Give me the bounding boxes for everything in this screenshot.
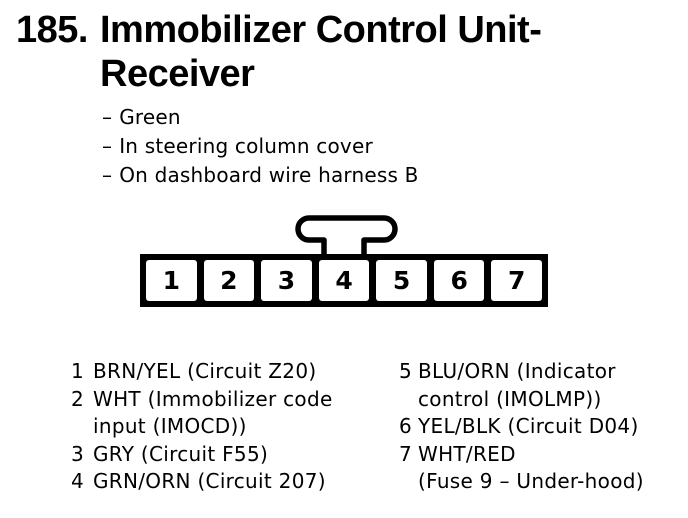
section-number: 185. bbox=[16, 9, 88, 51]
note-item: – On dashboard wire harness B bbox=[102, 161, 419, 190]
legend-row: 6 YEL/BLK (Circuit D04) bbox=[399, 413, 644, 441]
pin-cell-4: 4 bbox=[318, 260, 370, 301]
note-text: On dashboard wire harness B bbox=[119, 163, 419, 187]
connector-diagram: 1 2 3 4 5 6 7 bbox=[140, 209, 548, 307]
page-title: Immobilizer Control Unit-Receiver bbox=[100, 8, 660, 96]
legend-pin-text: GRN/ORN (Circuit 207) bbox=[93, 469, 326, 493]
note-item: – In steering column cover bbox=[102, 132, 419, 161]
location-notes: – Green – In steering column cover – On … bbox=[102, 103, 419, 190]
legend-row: (Fuse 9 – Under-hood) bbox=[399, 468, 644, 496]
legend-pin-number bbox=[399, 468, 418, 496]
legend-pin-text: WHT (Immobilizer code bbox=[93, 386, 333, 411]
legend-pin-number: 2 bbox=[71, 386, 85, 411]
note-dash: – bbox=[102, 163, 113, 187]
legend-pin-number: 6 bbox=[399, 414, 413, 438]
connector-body: 1 2 3 4 5 6 7 bbox=[140, 254, 548, 307]
pin-cell-3: 3 bbox=[261, 260, 312, 301]
legend-pin-text: BLU/ORN (Indicator bbox=[418, 359, 616, 383]
legend-row: control (IMOLMP)) bbox=[399, 386, 644, 414]
legend-row: input (IMOCD)) bbox=[71, 413, 333, 441]
page-title-line1: Immobilizer Control Unit- bbox=[100, 9, 542, 51]
legend-row: 4 GRN/ORN (Circuit 207) bbox=[71, 468, 333, 496]
note-dash: – bbox=[102, 134, 113, 158]
legend-pin-number bbox=[71, 413, 93, 441]
legend-pin-text: GRY (Circuit F55) bbox=[93, 441, 269, 466]
legend-pin-text: WHT/RED bbox=[418, 441, 516, 466]
legend-pin-number: 3 bbox=[71, 441, 85, 466]
pin-cell-5: 5 bbox=[376, 260, 427, 301]
pin-cell-1: 1 bbox=[146, 260, 197, 301]
legend-row: 5 BLU/ORN (Indicator bbox=[399, 358, 644, 386]
legend-row: 3 GRY (Circuit F55) bbox=[71, 441, 333, 469]
legend-pin-number: 4 bbox=[71, 469, 85, 493]
connector-lock-tab-icon bbox=[295, 215, 398, 255]
pin-cell-2: 2 bbox=[203, 260, 255, 301]
pin-legend-right-column: 5 BLU/ORN (Indicator control (IMOLMP)) 6… bbox=[399, 358, 644, 496]
legend-pin-number: 7 bbox=[399, 441, 413, 466]
legend-pin-number: 1 bbox=[71, 359, 85, 383]
pin-legend-left-column: 1 BRN/YEL (Circuit Z20) 2 WHT (Immobiliz… bbox=[71, 358, 333, 496]
pin-cell-6: 6 bbox=[433, 260, 485, 301]
note-text: In steering column cover bbox=[119, 134, 373, 158]
legend-pin-text: input (IMOCD)) bbox=[93, 414, 247, 438]
legend-pin-text: BRN/YEL (Circuit Z20) bbox=[93, 359, 317, 383]
legend-pin-text: (Fuse 9 – Under-hood) bbox=[418, 469, 644, 493]
legend-row: 2 WHT (Immobilizer code bbox=[71, 386, 333, 414]
note-dash: – bbox=[102, 105, 113, 129]
note-text: Green bbox=[119, 105, 181, 129]
legend-pin-text: YEL/BLK (Circuit D04) bbox=[418, 414, 639, 438]
legend-pin-text: control (IMOLMP)) bbox=[418, 386, 602, 411]
legend-row: 7 WHT/RED bbox=[399, 441, 644, 469]
page-title-line2: Receiver bbox=[100, 53, 255, 95]
legend-row: 1 BRN/YEL (Circuit Z20) bbox=[71, 358, 333, 386]
pin-cell-7: 7 bbox=[491, 260, 543, 301]
note-item: – Green bbox=[102, 103, 419, 132]
legend-pin-number: 5 bbox=[399, 359, 413, 383]
legend-pin-number bbox=[399, 386, 418, 414]
